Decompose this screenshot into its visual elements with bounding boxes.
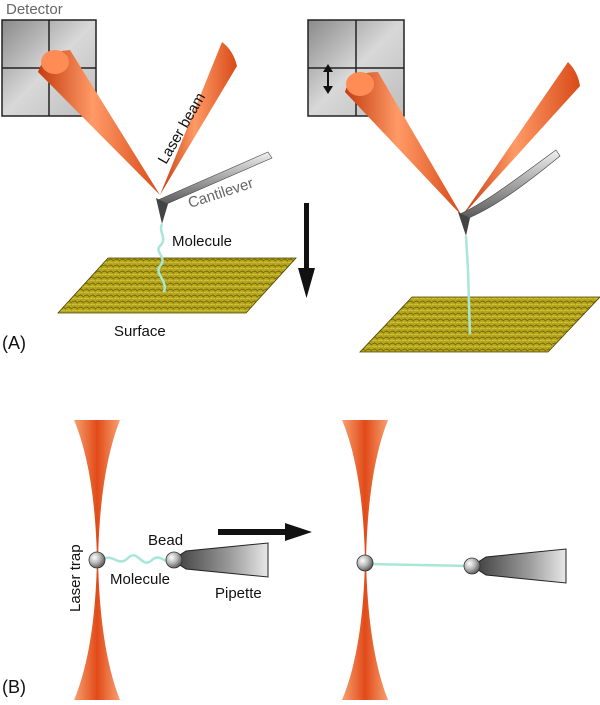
pipette-left	[171, 542, 269, 578]
molecule-label-a: Molecule	[172, 233, 232, 250]
molecule-coiled-b	[102, 554, 173, 564]
pipette-right	[471, 548, 567, 584]
bead-pipette-right	[463, 557, 481, 575]
cantilever-right	[459, 149, 561, 221]
laser-beam-reflected-right	[345, 72, 462, 216]
rightward-arrow	[218, 523, 312, 541]
bead-trapped-right	[356, 554, 374, 572]
pipette-label: Pipette	[215, 585, 262, 602]
laser-beam-incoming-right	[462, 62, 580, 216]
cantilever-tip-right	[458, 212, 470, 236]
beam-spot-right	[346, 72, 374, 96]
beam-spot-left	[41, 50, 69, 74]
laser-beam-reflected-left	[38, 50, 160, 195]
surface-label: Surface	[114, 323, 166, 340]
bead-pipette-left	[165, 551, 183, 569]
cantilever-tip-left	[156, 198, 168, 224]
laser-beam-incoming-left	[160, 42, 237, 195]
surface-right	[359, 296, 600, 353]
bead-trapped-left	[88, 551, 106, 569]
panel-label-a: (A)	[2, 333, 26, 353]
molecule-coiled-left	[157, 223, 166, 293]
downward-arrow	[298, 203, 315, 298]
molecule-stretched-b	[369, 562, 471, 568]
molecule-label-b: Molecule	[110, 571, 170, 588]
panel-label-b: (B)	[2, 677, 26, 697]
deflection-arrow-icon	[323, 64, 333, 94]
bead-label: Bead	[148, 532, 183, 549]
molecule-stretched-right	[464, 235, 472, 335]
surface-left	[57, 257, 297, 314]
laser-trap-label: Laser trap	[67, 544, 84, 612]
detector-label: Detector	[6, 1, 63, 18]
